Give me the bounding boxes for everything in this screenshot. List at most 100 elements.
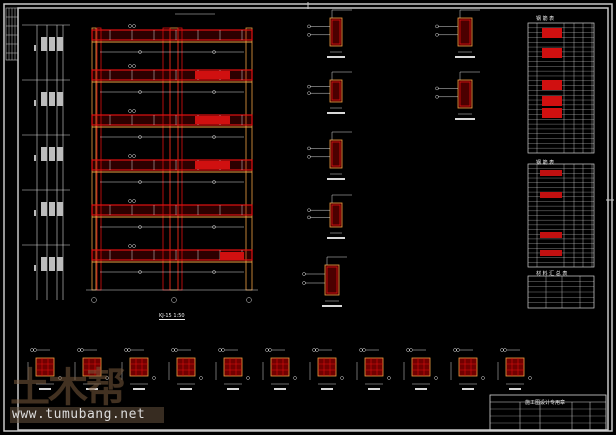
- leader-circle: [362, 348, 366, 352]
- beam-highlight: [195, 71, 230, 79]
- section-label-underline: [133, 388, 145, 390]
- leader-circle: [152, 376, 156, 380]
- column-rebar-symbol: [41, 92, 47, 106]
- column-section: [317, 357, 337, 377]
- inner-frame: [17, 7, 609, 431]
- column-section: [35, 357, 55, 377]
- beam-section-5: [324, 264, 340, 296]
- tick: [34, 210, 36, 216]
- section-label-underline: [462, 388, 474, 390]
- section-marker: [212, 225, 216, 229]
- tick: [34, 45, 36, 51]
- leader-circle: [124, 348, 128, 352]
- beam-section-6-rebar: [459, 19, 471, 45]
- leader-circle: [312, 348, 316, 352]
- callout-circle: [132, 64, 136, 68]
- section-marker: [212, 180, 216, 184]
- leader-circle: [127, 348, 131, 352]
- callout-circle: [128, 244, 132, 248]
- leader-circle: [315, 348, 319, 352]
- title-block: [489, 394, 607, 431]
- rebar-shape-highlight: [540, 170, 562, 176]
- column-rebar-symbol: [57, 147, 63, 161]
- column-rebar-symbol: [49, 257, 55, 271]
- column-section: [458, 357, 478, 377]
- leader-circle: [307, 33, 311, 37]
- leader-circle: [500, 348, 504, 352]
- rebar-shape-highlight: [542, 80, 562, 90]
- column-section: [176, 357, 196, 377]
- beam-section-1-rebar: [331, 19, 341, 45]
- leader-circle: [77, 348, 81, 352]
- leader-circle: [246, 376, 250, 380]
- leader-circle: [58, 376, 62, 380]
- leader-circle: [307, 146, 311, 151]
- leader-circle: [221, 348, 225, 352]
- beam-section-4-rebar: [331, 204, 341, 226]
- rebar-shape-highlight: [540, 250, 562, 256]
- watermark-logo: 土木帮: [10, 365, 126, 411]
- leader-circle: [453, 348, 457, 352]
- grid-axis-bubble: [91, 297, 97, 303]
- section-label-underline: [327, 178, 345, 180]
- leader-circle: [435, 86, 439, 91]
- leader-circle: [268, 348, 272, 352]
- section-marker: [212, 135, 216, 139]
- column-rebar-symbol: [49, 92, 55, 106]
- section-marker: [138, 135, 142, 139]
- callout-circle: [128, 24, 132, 28]
- beam-section-7: [457, 79, 473, 109]
- beam-section-7-rebar: [459, 81, 471, 107]
- leader-circle: [307, 155, 311, 159]
- leader-circle: [307, 24, 311, 29]
- leader-circle: [481, 376, 485, 380]
- rebar-table-1-title: 钢 筋 表: [536, 16, 555, 22]
- rebar-table-2-title: 钢 筋 表: [536, 160, 555, 166]
- section-marker: [212, 50, 216, 54]
- section-label-underline: [368, 388, 380, 390]
- section-label-underline: [322, 305, 342, 307]
- leader-circle: [302, 281, 306, 285]
- leader-circle: [528, 376, 532, 380]
- frame-beam: [91, 69, 253, 81]
- leader-circle: [503, 348, 507, 352]
- frame-elevation-title: KJ-15 1:50: [159, 313, 185, 320]
- section-marker: [138, 90, 142, 94]
- section-label-underline: [321, 388, 333, 390]
- column-rebar-symbol: [49, 37, 55, 51]
- section-marker: [212, 270, 216, 274]
- column-section: [364, 357, 384, 377]
- callout-circle: [128, 64, 132, 68]
- section-label-underline: [274, 388, 286, 390]
- rebar-shape-highlight: [542, 28, 562, 38]
- leader-circle: [33, 348, 37, 352]
- rebar-table-1: [527, 22, 595, 154]
- beam-highlight: [195, 116, 230, 124]
- section-label-underline: [415, 388, 427, 390]
- section-marker: [212, 90, 216, 94]
- beam-highlight: [195, 161, 230, 169]
- column-rebar-symbol: [57, 92, 63, 106]
- leader-circle: [307, 215, 311, 220]
- leader-circle: [171, 348, 175, 352]
- section-label-underline: [86, 388, 98, 390]
- leader-circle: [265, 348, 269, 352]
- leader-circle: [174, 348, 178, 352]
- rebar-shape-highlight: [542, 96, 562, 106]
- rebar-shape-highlight: [542, 48, 562, 58]
- leader-circle: [435, 95, 439, 99]
- beam-section-1: [329, 17, 343, 47]
- column-rebar-symbol: [41, 147, 47, 161]
- leader-circle: [302, 272, 306, 276]
- leader-circle: [406, 348, 410, 352]
- frame-beam: [91, 204, 253, 216]
- leader-circle: [307, 208, 311, 212]
- rebar-shape-highlight: [540, 192, 562, 198]
- leader-circle: [307, 91, 311, 95]
- column-section: [411, 357, 431, 377]
- section-label-underline: [455, 118, 475, 120]
- column-rebar-symbol: [41, 257, 47, 271]
- column-rebar-symbol: [49, 147, 55, 161]
- callout-circle: [132, 24, 136, 28]
